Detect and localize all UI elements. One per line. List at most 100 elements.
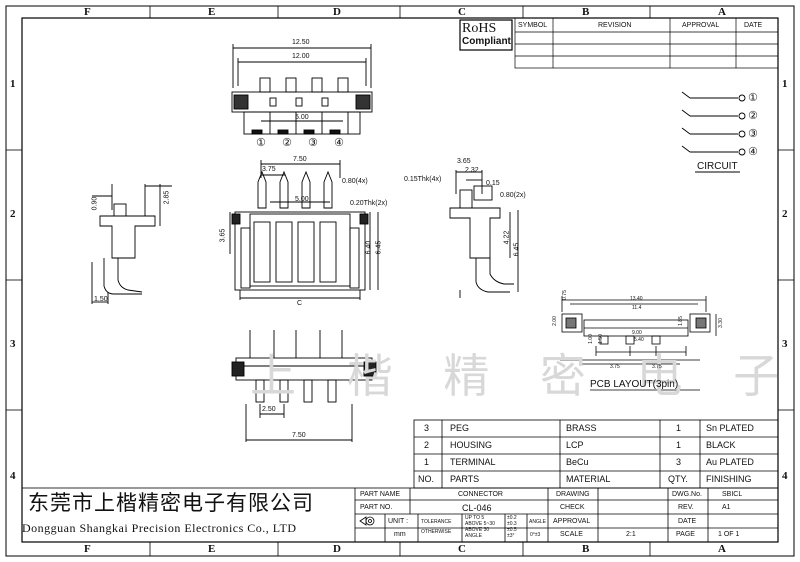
- approval-label: APPROVAL: [553, 518, 591, 525]
- pcb-dim-3-75-b: 3.75: [652, 364, 662, 370]
- watermark: 上 楷 精 密 电 子: [250, 349, 798, 403]
- rev-value: A1: [722, 504, 731, 511]
- page-value: 1 OF 1: [718, 531, 740, 538]
- part-1-material: BeCu: [566, 457, 589, 467]
- date-label: DATE: [678, 518, 697, 525]
- parts-header-part: PARTS: [450, 474, 480, 484]
- dim-0-15: 0.15: [486, 180, 500, 187]
- dim-6-45-side: 6.45: [513, 242, 521, 257]
- part-no-label: PART NO.: [360, 504, 393, 511]
- dwg-no-label: DWG.No.: [672, 491, 702, 498]
- part-2-name: HOUSING: [450, 440, 493, 450]
- tol-val-4: ±3°: [507, 533, 515, 539]
- dim-12-00: 12.00: [292, 53, 310, 60]
- dim-1-50-side: 1.50: [94, 296, 108, 303]
- circuit-pin-1: ①: [748, 91, 758, 104]
- tol-row-1: UP TO 5: [465, 515, 485, 521]
- zone-col-d-bottom: D: [333, 543, 341, 555]
- zone-col-f-bottom: F: [84, 543, 91, 555]
- rev-header-revision: REVISION: [598, 22, 632, 29]
- pcb-dim-0-75: 0.75: [561, 290, 568, 300]
- zone-col-c-bottom: C: [458, 543, 466, 555]
- dim-3-65-front: 3.65: [219, 228, 227, 243]
- zone-col-d: D: [333, 6, 341, 18]
- rev-header-approval: APPROVAL: [682, 22, 720, 29]
- zone-row-3: 3: [10, 338, 16, 350]
- part-3-qty: 1: [676, 423, 682, 433]
- part-1-no: 1: [424, 457, 430, 467]
- top-pin-2: ②: [282, 136, 292, 149]
- part-no-value: CL-046: [462, 503, 492, 513]
- circuit-pin-4: ④: [748, 145, 758, 158]
- rohs-compliant: Compliant: [462, 36, 511, 47]
- rev-header-symbol: SYMBOL: [518, 22, 548, 29]
- otherwise-label: OTHERWISE: [421, 529, 452, 535]
- circuit-label: CIRCUIT: [697, 161, 738, 172]
- dim-6-40-front: 6.40: [365, 240, 373, 255]
- parts-header-no: NO.: [418, 474, 435, 484]
- pcb-dim-5-40: 5.40: [634, 337, 644, 343]
- dim-3-65-side: 3.65: [457, 158, 471, 165]
- dim-0-90: 0.90: [91, 196, 99, 211]
- dim-7-50-front: 7.50: [293, 156, 307, 163]
- dim-2-85: 2.85: [163, 190, 171, 205]
- part-3-finishing: Sn PLATED: [706, 423, 754, 433]
- dim-5-00-top: 5.00: [295, 114, 309, 121]
- part-2-material: LCP: [566, 440, 584, 450]
- part-name-label: PART NAME: [360, 491, 401, 498]
- tol-row-4: ANGLE: [465, 533, 482, 539]
- tol-val-3: ±0.5: [507, 527, 517, 533]
- part-2-no: 2: [424, 440, 430, 450]
- circuit-pin-2: ②: [748, 109, 758, 122]
- dim-7-50-bottom: 7.50: [292, 432, 306, 439]
- drawing-label: DRAWING: [556, 491, 590, 498]
- part-1-finishing: Au PLATED: [706, 457, 754, 467]
- dim-0-80-2x: 0.80(2x): [500, 192, 526, 199]
- parts-header-finishing: FINISHING: [706, 474, 752, 484]
- dim-0-20-thk: 0.20Thk(2x): [350, 200, 388, 207]
- zone-col-b: B: [582, 6, 590, 18]
- top-pin-1: ①: [256, 136, 266, 149]
- parts-header-qty: QTY.: [668, 474, 688, 484]
- company-name-cn: 东莞市上楷精密电子有限公司: [28, 491, 314, 515]
- part-1-name: TERMINAL: [450, 457, 496, 467]
- dim-2-32: 2.32: [465, 167, 479, 174]
- dwg-no-value: SBICL: [722, 491, 743, 498]
- dim-2-50: 2.50: [262, 406, 276, 413]
- tol-row-2: ABOVE 5~30: [465, 521, 495, 527]
- zone-row-2: 2: [10, 208, 16, 220]
- part-2-finishing: BLACK: [706, 440, 736, 450]
- dim-c: C: [297, 300, 303, 307]
- rev-label: REV.: [678, 504, 694, 511]
- pcb-dim-1-85: 1.85: [677, 316, 684, 326]
- parts-header-material: MATERIAL: [566, 474, 611, 484]
- dim-6-45-front: 6.45: [375, 240, 383, 255]
- circuit-pin-3: ③: [748, 127, 758, 140]
- pcb-dim-3-75-a: 3.75: [610, 364, 620, 370]
- zone-row-2-right: 2: [782, 208, 788, 220]
- zone-col-f: F: [84, 6, 91, 18]
- company-name-en: Dongguan Shangkai Precision Electronics …: [22, 521, 297, 535]
- pcb-layout-label: PCB LAYOUT(3pin): [590, 379, 679, 390]
- dim-0-15-thk-4x: 0.15Thk(4x): [404, 176, 442, 183]
- rohs-badge: RoHS Compliant: [462, 22, 511, 48]
- pcb-dim-2-00: 2.00: [551, 316, 558, 326]
- zone-row-4-right: 4: [782, 470, 788, 482]
- unit-value: mm: [394, 531, 406, 538]
- rev-header-date: DATE: [744, 22, 763, 29]
- tolerance-label: TOLERANCE: [421, 519, 452, 525]
- zone-col-b-bottom: B: [582, 543, 590, 555]
- pcb-dim-1-00: 1.00: [587, 334, 594, 344]
- angle-value: 0°±3: [530, 532, 541, 538]
- zone-row-1-right: 1: [782, 78, 788, 90]
- page-label: PAGE: [676, 531, 695, 538]
- zone-col-c: C: [458, 6, 466, 18]
- part-3-no: 3: [424, 423, 430, 433]
- dim-12-50: 12.50: [292, 39, 310, 46]
- part-1-qty: 3: [676, 457, 682, 467]
- pcb-dim-13-40: 13.40: [630, 296, 643, 302]
- scale-label: SCALE: [560, 531, 583, 538]
- tol-row-3: ABOVE 30: [465, 527, 490, 533]
